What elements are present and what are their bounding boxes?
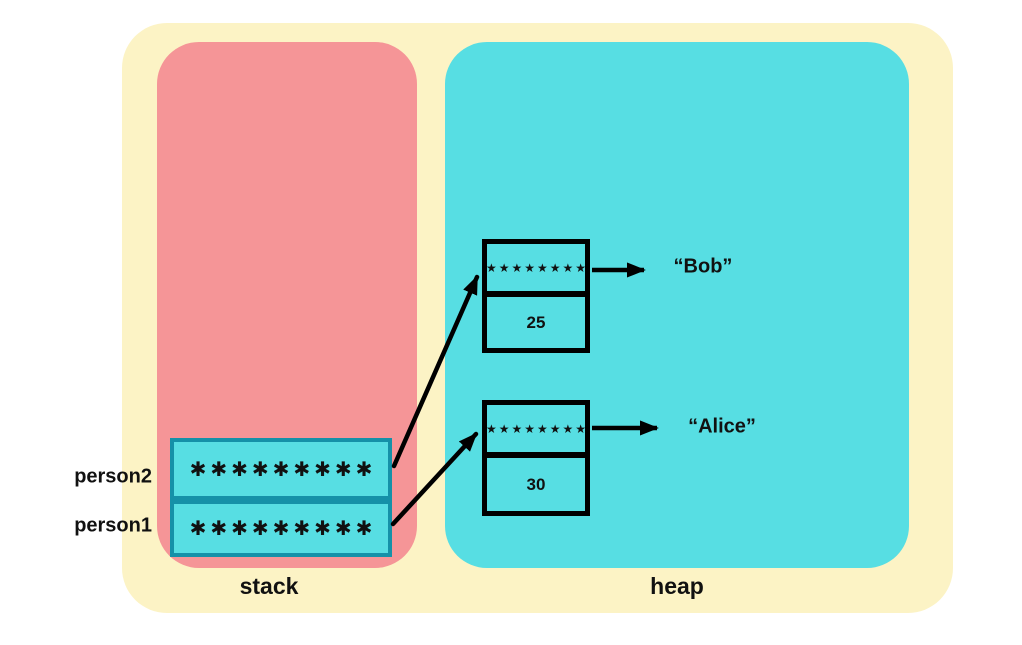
variable-label-person1: person1	[74, 514, 152, 537]
heap-region	[445, 42, 909, 568]
string-literal-bob: “Bob”	[673, 255, 733, 278]
heap-object-bob: ★★★★★★★★ 25	[482, 239, 590, 353]
stack-cell-person2: ✱✱✱✱✱✱✱✱✱	[170, 438, 392, 500]
heap-object-alice-value: 30	[526, 474, 546, 494]
variable-label-person2: person2	[74, 465, 152, 488]
heap-object-bob-value: 25	[526, 312, 546, 332]
heap-object-alice-pointer-value: ★★★★★★★★	[485, 421, 589, 436]
string-literal-alice: “Alice”	[688, 415, 756, 438]
pointer-value-person2: ✱✱✱✱✱✱✱✱✱	[189, 458, 377, 481]
heap-object-alice: ★★★★★★★★ 30	[482, 400, 590, 516]
heap-object-alice-pointer-cell: ★★★★★★★★	[485, 405, 589, 458]
heap-object-bob-pointer-cell: ★★★★★★★★	[485, 244, 589, 297]
heap-region-label: heap	[650, 573, 704, 599]
stack-region-label: stack	[239, 573, 299, 599]
stack-cell-person1: ✱✱✱✱✱✱✱✱✱	[170, 500, 392, 557]
heap-object-bob-pointer-value: ★★★★★★★★	[485, 260, 589, 275]
pointer-value-person1: ✱✱✱✱✱✱✱✱✱	[189, 518, 377, 540]
